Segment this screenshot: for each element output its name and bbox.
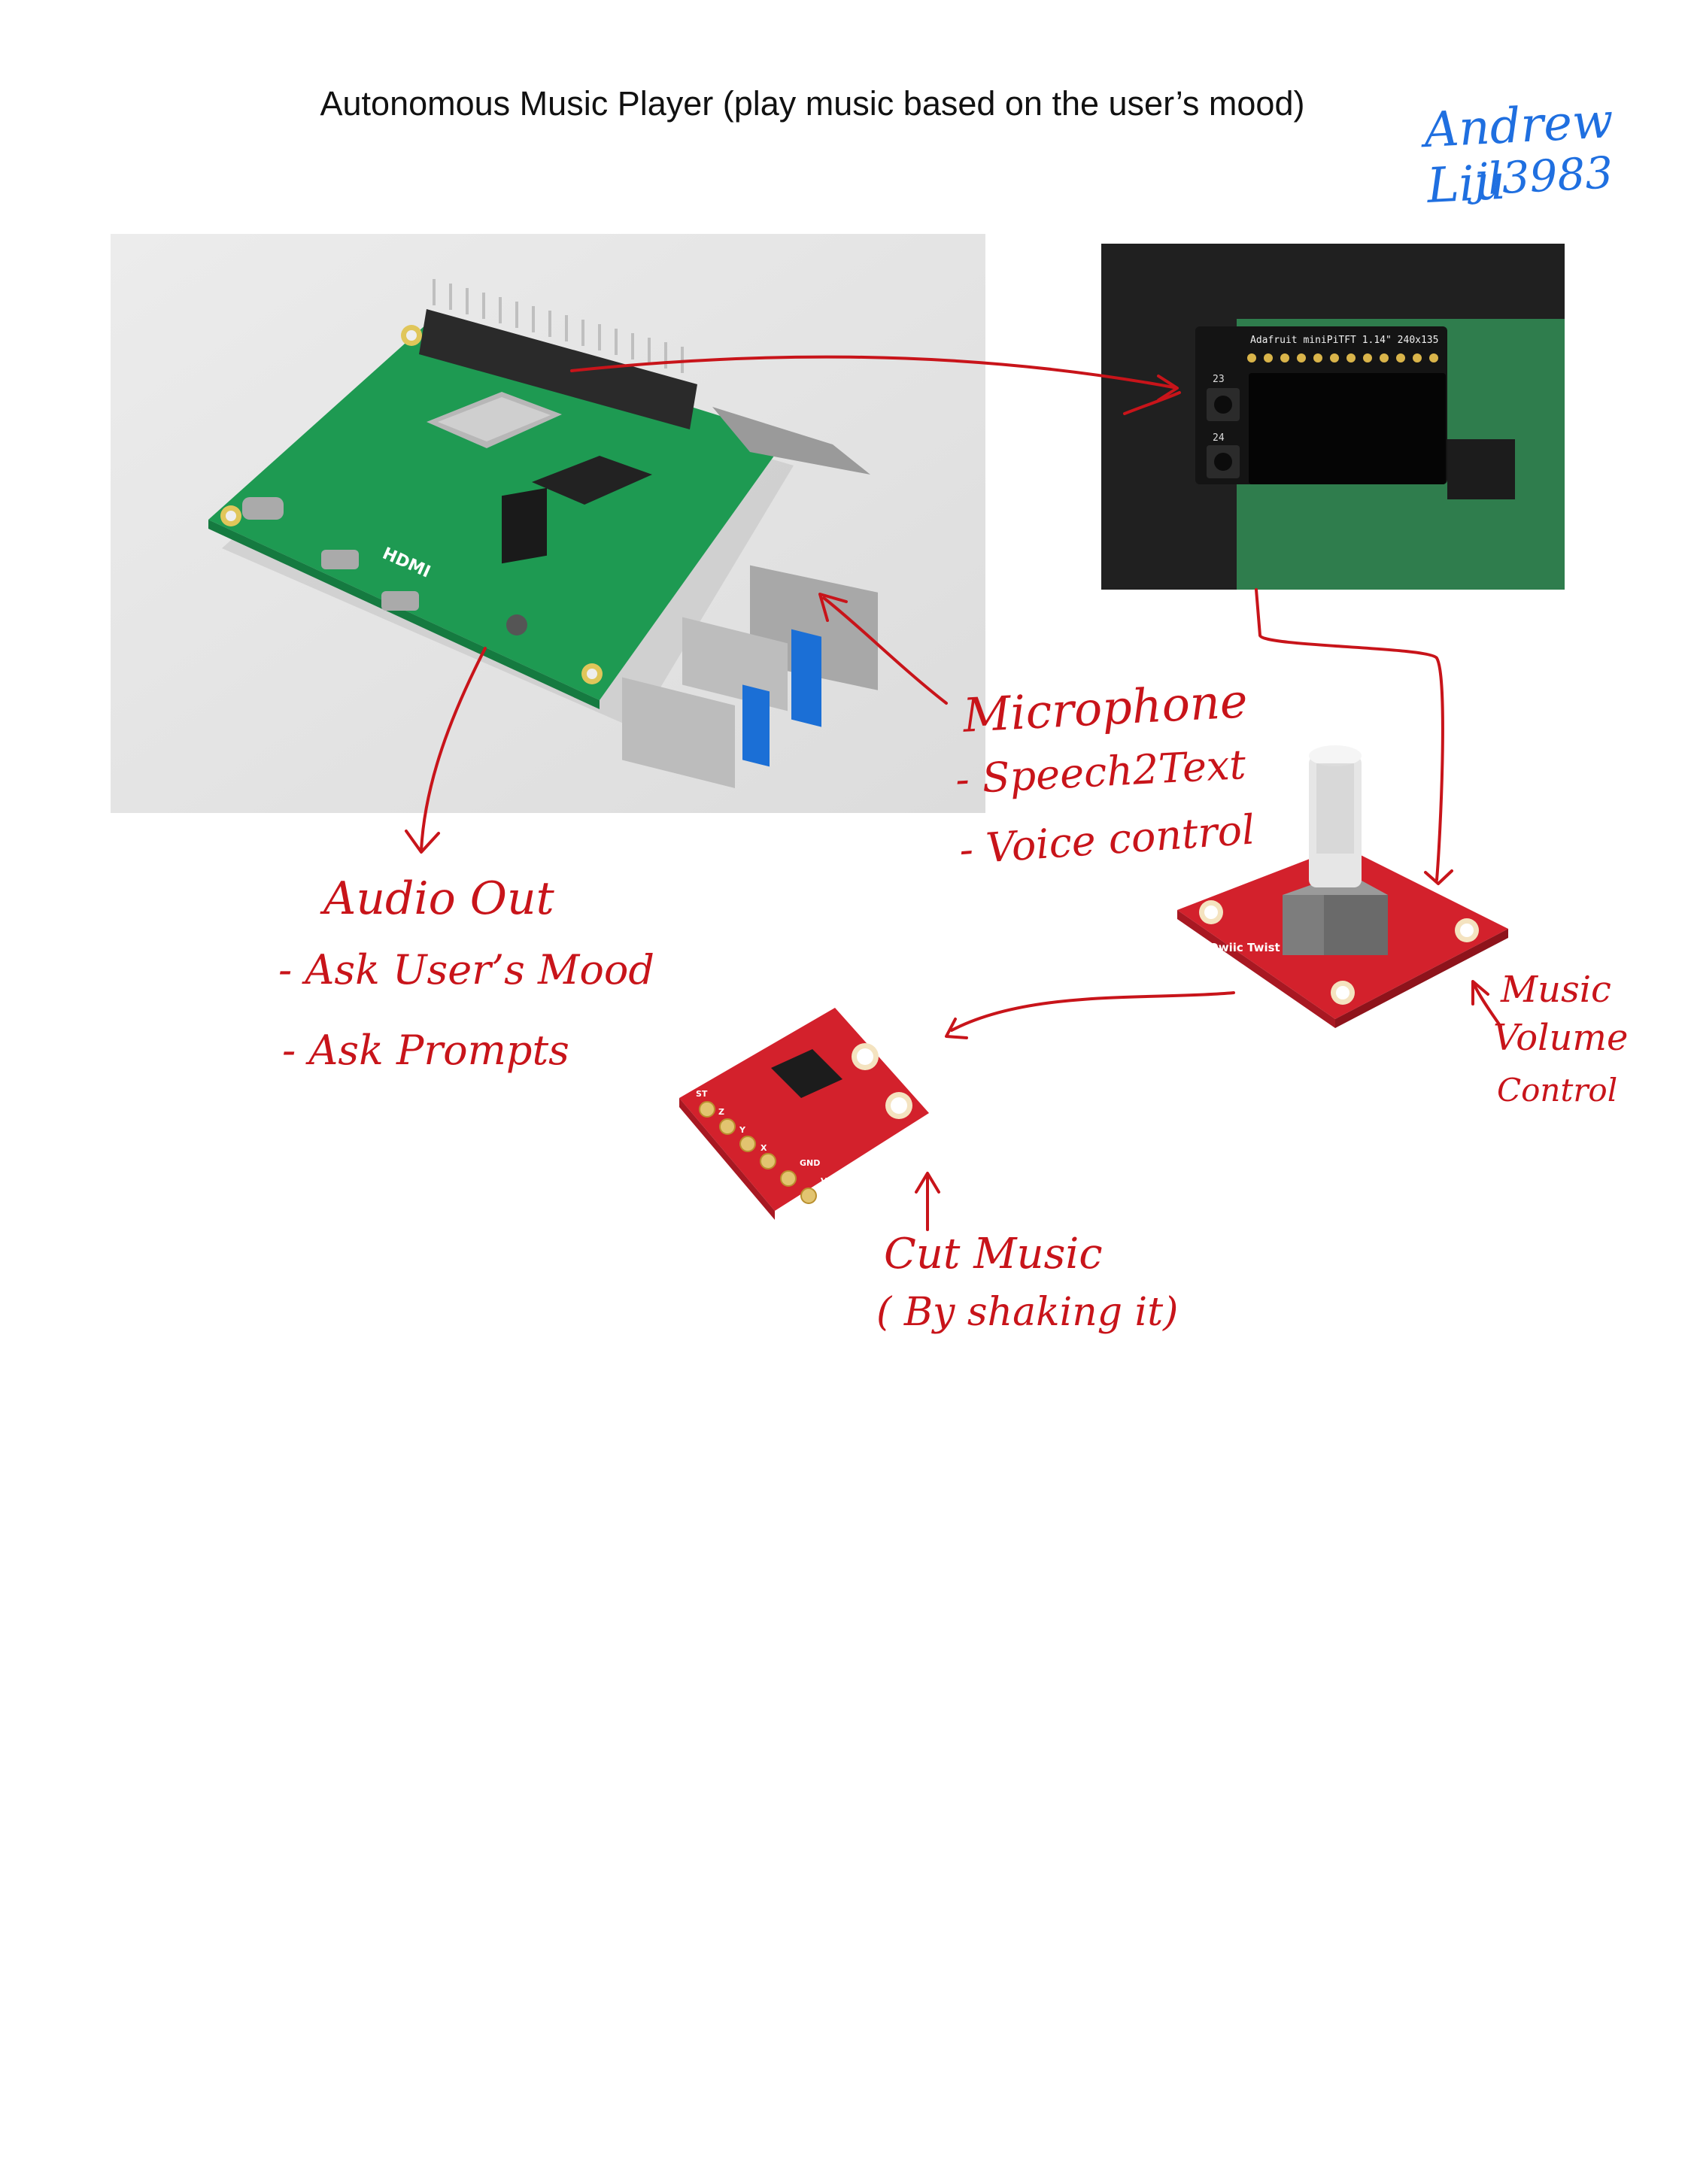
audio-out-arrow: [420, 647, 487, 851]
pi-ethernet: [712, 407, 870, 475]
pin-label: ST: [696, 1089, 708, 1099]
gpio-to-tft-line: [570, 355, 1175, 389]
page-title: Autonomous Music Player (play music base…: [320, 84, 1305, 123]
audio-out-item: - Ask Prompts: [282, 1027, 569, 1074]
minipitft-label: Adafruit miniPiTFT 1.14" 240x135: [1250, 335, 1438, 346]
raspberry-pi-photo: HDMI: [111, 234, 985, 813]
volume-line: Music: [1501, 969, 1611, 1011]
encoder-to-accel-line: [950, 991, 1235, 1032]
audio-out-heading: Audio Out: [323, 872, 554, 925]
minipitft-photo: Adafruit miniPiTFT 1.14" 240x135 23 24: [1101, 244, 1565, 590]
audio-out-item: - Ask User’s Mood: [278, 946, 654, 993]
button-a-label: 23: [1213, 374, 1225, 385]
minipitft-screen: [1249, 373, 1446, 484]
pin-label: Z: [718, 1107, 724, 1117]
volume-line: Volume: [1493, 1017, 1629, 1059]
pin-label: X: [761, 1143, 767, 1153]
encoder-label: Qwiic Twist: [1209, 941, 1280, 954]
pin-label: VCC: [821, 1176, 839, 1186]
pin-label: GND: [800, 1158, 820, 1168]
pi-board: [208, 324, 788, 700]
cut-music-line: Cut Music: [884, 1230, 1103, 1279]
accelerometer-photo: ADXL335 ST Z Y X GND VCC: [673, 985, 933, 1226]
volume-line: Control: [1497, 1072, 1618, 1109]
pin-label: Y: [739, 1125, 746, 1135]
microphone-arrow: [822, 596, 948, 705]
tft-to-encoder-line: [1255, 588, 1444, 881]
button-b-label: 24: [1213, 432, 1225, 444]
cut-music-line: ( By shaking it): [876, 1290, 1179, 1335]
volume-arrow: [1473, 984, 1502, 1028]
rotary-encoder-photo: Qwiic Twist: [1155, 733, 1516, 1049]
